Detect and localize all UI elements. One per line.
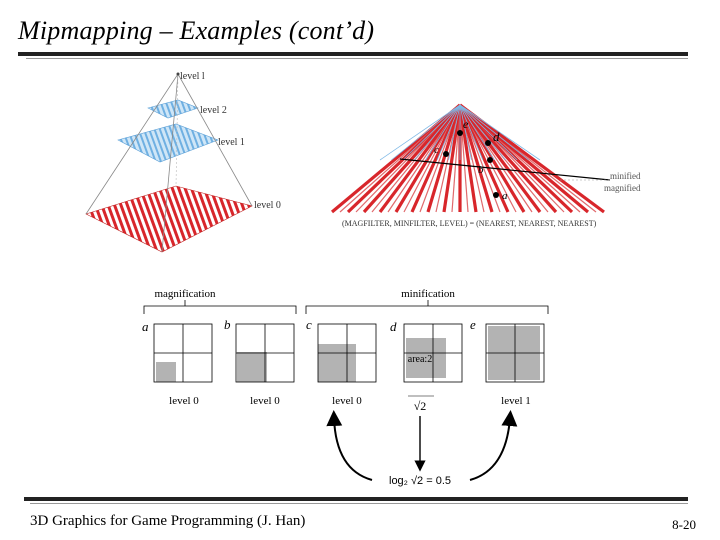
texture-stripe-far <box>425 104 461 161</box>
texture-stripe <box>330 103 462 214</box>
point-label-d: d <box>493 129 500 144</box>
area-label: area:2 <box>408 354 432 365</box>
point-e <box>457 130 463 136</box>
perspective-texture <box>330 103 605 214</box>
texture-stripe-far <box>391 104 461 161</box>
point-a <box>493 192 499 198</box>
grid-letter-d: d <box>390 319 397 334</box>
title-rule-thin <box>26 58 688 59</box>
point-label-b: b <box>478 164 484 176</box>
label-magnified: magnified <box>604 183 641 193</box>
footer-course: 3D Graphics for Game Programming (J. Han… <box>30 513 306 529</box>
texture-stripe <box>459 103 605 214</box>
pyramid-label-level-0: level 0 <box>254 200 281 211</box>
texture-stripe-far <box>436 104 461 161</box>
minification-label: minification <box>401 288 455 300</box>
level-arrows: log₂ √2 = 0.5 <box>326 410 518 487</box>
point-label-e: e <box>463 117 469 131</box>
slide-title: Mipmapping – Examples (cont’d) <box>18 16 375 45</box>
grid-a: a level 0 <box>142 319 213 407</box>
texture-stripe-far <box>459 104 495 161</box>
grid-level-b: level 0 <box>250 395 280 407</box>
texture-stripe-far <box>459 104 472 161</box>
grid-b: b level 0 <box>224 317 295 407</box>
pyramid-label-level-2: level 2 <box>200 105 227 116</box>
label-minified: minified <box>610 171 641 181</box>
grid-c: c level 0 <box>306 317 377 407</box>
texture-stripe <box>362 103 462 214</box>
texture-stripe-far <box>448 104 461 161</box>
grid-letter-b: b <box>224 317 231 332</box>
pixel-footprint-a <box>156 362 176 382</box>
texture-stripe <box>378 104 462 213</box>
point-label-a: a <box>502 190 508 202</box>
grid-letter-a: a <box>142 319 149 334</box>
pixel-footprint-c <box>318 344 356 382</box>
pyramid-label-level-l: level l <box>180 71 205 82</box>
magnification-label: magnification <box>154 288 216 300</box>
texture-stripe-far <box>459 104 507 161</box>
pyramid-level-1 <box>117 123 219 163</box>
perspective-markers: minified magnified e d c b a (MAGFILTER,… <box>342 117 641 228</box>
texture-stripe <box>458 104 494 213</box>
texture-stripe <box>458 104 478 213</box>
grid-letter-c: c <box>306 317 312 332</box>
point-label-c: c <box>434 144 439 156</box>
footer-rule <box>24 497 688 501</box>
texture-stripe-far <box>402 104 461 161</box>
point-b <box>487 157 493 163</box>
texture-stripe <box>442 104 462 213</box>
texture-stripe <box>426 104 462 213</box>
minification-bracket: minification <box>305 288 549 314</box>
pyramid-level-2 <box>147 99 199 119</box>
footer-rule-thin <box>30 503 688 504</box>
texture-stripe-far <box>459 104 529 161</box>
grid-level-a: level 0 <box>169 395 199 407</box>
filter-caption: (MAGFILTER, MINFILTER, LEVEL) = (NEAREST… <box>342 219 597 228</box>
arrow-to-level-0 <box>326 410 373 481</box>
grid-d: d area:2 √2 <box>390 319 463 413</box>
sqrt-label: √2 <box>414 399 427 413</box>
pixel-footprint-b <box>237 352 267 382</box>
texture-stripe-far <box>413 104 461 161</box>
grid-level-c: level 0 <box>332 395 362 407</box>
texture-stripe <box>458 104 542 213</box>
point-d <box>485 140 491 146</box>
texture-stripe <box>458 103 558 214</box>
pixel-footprint-d <box>406 338 446 378</box>
mipmap-pyramid: level l level 2 level 1 level 0 <box>85 71 281 253</box>
magnification-bracket: magnification <box>143 288 297 314</box>
footer-page-number: 8-20 <box>672 517 696 532</box>
grid-letter-e: e <box>470 317 476 332</box>
texture-stripe-far <box>379 104 461 161</box>
texture-stripe-far <box>459 104 541 161</box>
grid-e: e level 1 <box>470 317 545 407</box>
pyramid-label-level-1: level 1 <box>218 137 245 148</box>
title-rule <box>18 52 688 56</box>
texture-stripe-far <box>459 104 518 161</box>
pyramid-level-0 <box>85 185 253 253</box>
log-formula: log₂ √2 = 0.5 <box>389 475 451 487</box>
grid-level-e: level 1 <box>501 395 531 407</box>
texture-stripe <box>410 104 462 213</box>
texture-stripe <box>458 104 510 213</box>
texture-stripe-far <box>459 104 484 161</box>
point-c <box>443 151 449 157</box>
arrow-to-level-1 <box>469 410 518 481</box>
